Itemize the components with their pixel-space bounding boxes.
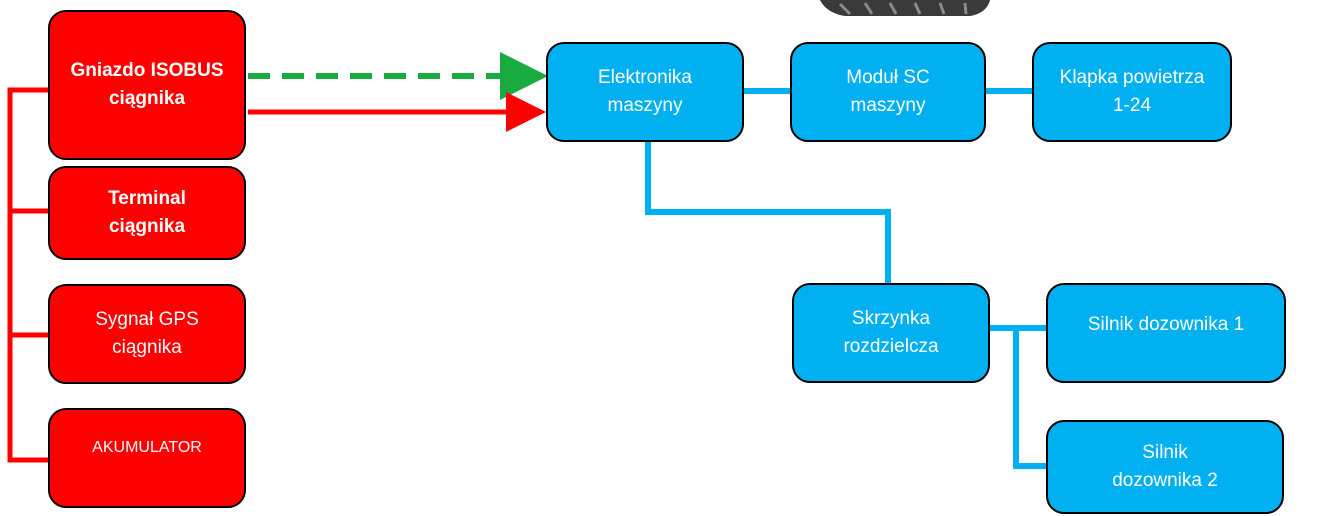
air-flap-box: Klapka powietrza 1-24 xyxy=(1032,42,1232,142)
isobus-socket-label: Gniazdo ISOBUS ciągnika xyxy=(70,59,224,110)
distribution-box: Skrzynka rozdzielcza xyxy=(792,283,990,383)
metering-motor-1-box: Silnik dozownika 1 xyxy=(1046,283,1286,383)
terminal-box: Terminal ciągnika xyxy=(48,166,246,260)
distribution-box-label: Skrzynka rozdzielcza xyxy=(843,307,939,358)
terminal-label: Terminal ciągnika xyxy=(108,187,186,238)
tyre-image xyxy=(820,0,990,16)
electronics-box-link xyxy=(645,141,891,285)
gps-signal-label: Sygnał GPS ciągnika xyxy=(95,308,199,359)
sc-module-label: Moduł SC maszyny xyxy=(846,66,930,117)
sc-module-box: Moduł SC maszyny xyxy=(790,42,986,142)
metering-motor-2-box: Silnik dozownika 2 xyxy=(1046,420,1284,514)
metering-motor-2-label: Silnik dozownika 2 xyxy=(1112,441,1218,492)
gps-signal-box: Sygnał GPS ciągnika xyxy=(48,284,246,384)
isobus-socket-box: Gniazdo ISOBUS ciągnika xyxy=(48,10,246,160)
machine-electronics-box: Elektronika maszyny xyxy=(546,42,744,142)
box-motor2-link xyxy=(1013,328,1046,469)
machine-electronics-label: Elektronika maszyny xyxy=(598,66,692,117)
metering-motor-1-label: Silnik dozownika 1 xyxy=(1087,313,1245,335)
air-flap-label: Klapka powietrza 1-24 xyxy=(1059,66,1205,117)
battery-box: AKUMULATOR xyxy=(48,408,246,508)
tractor-bus-line xyxy=(7,87,48,463)
battery-label: AKUMULATOR xyxy=(92,439,202,456)
